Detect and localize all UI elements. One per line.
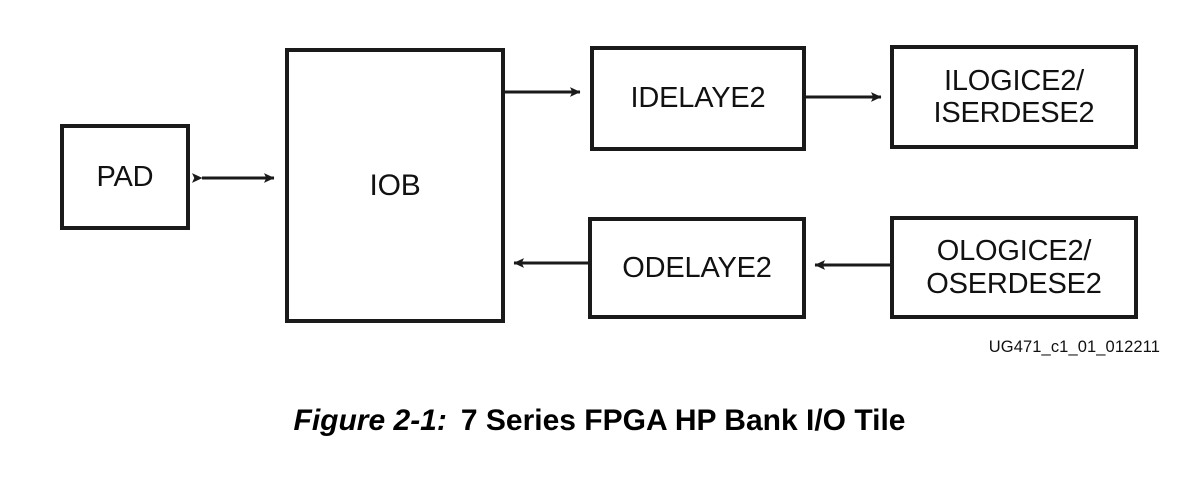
block-iob: IOB [285, 48, 505, 323]
block-iob-label: IOB [369, 168, 421, 202]
block-ilogice2-iserdese2: ILOGICE2/ ISERDESE2 [890, 45, 1138, 149]
block-odelaye2: ODELAYE2 [588, 217, 806, 319]
block-idelaye2: IDELAYE2 [590, 46, 806, 151]
block-ologice2-oserdese2-label: OLOGICE2/ OSERDESE2 [926, 235, 1102, 300]
figure-caption: Figure 2-1: 7 Series FPGA HP Bank I/O Til… [0, 404, 1199, 438]
block-ologice2-oserdese2: OLOGICE2/ OSERDESE2 [890, 216, 1138, 319]
block-pad: PAD [60, 124, 190, 230]
block-idelaye2-label: IDELAYE2 [630, 82, 766, 115]
block-odelaye2-label: ODELAYE2 [622, 251, 772, 284]
block-ilogice2-iserdese2-label: ILOGICE2/ ISERDESE2 [933, 64, 1095, 129]
block-pad-label: PAD [96, 160, 154, 193]
figure-number: Figure 2-1: [293, 404, 447, 437]
figure-title: 7 Series FPGA HP Bank I/O Tile [460, 404, 906, 437]
figure-reference-code: UG471_c1_01_012211 [988, 338, 1160, 356]
